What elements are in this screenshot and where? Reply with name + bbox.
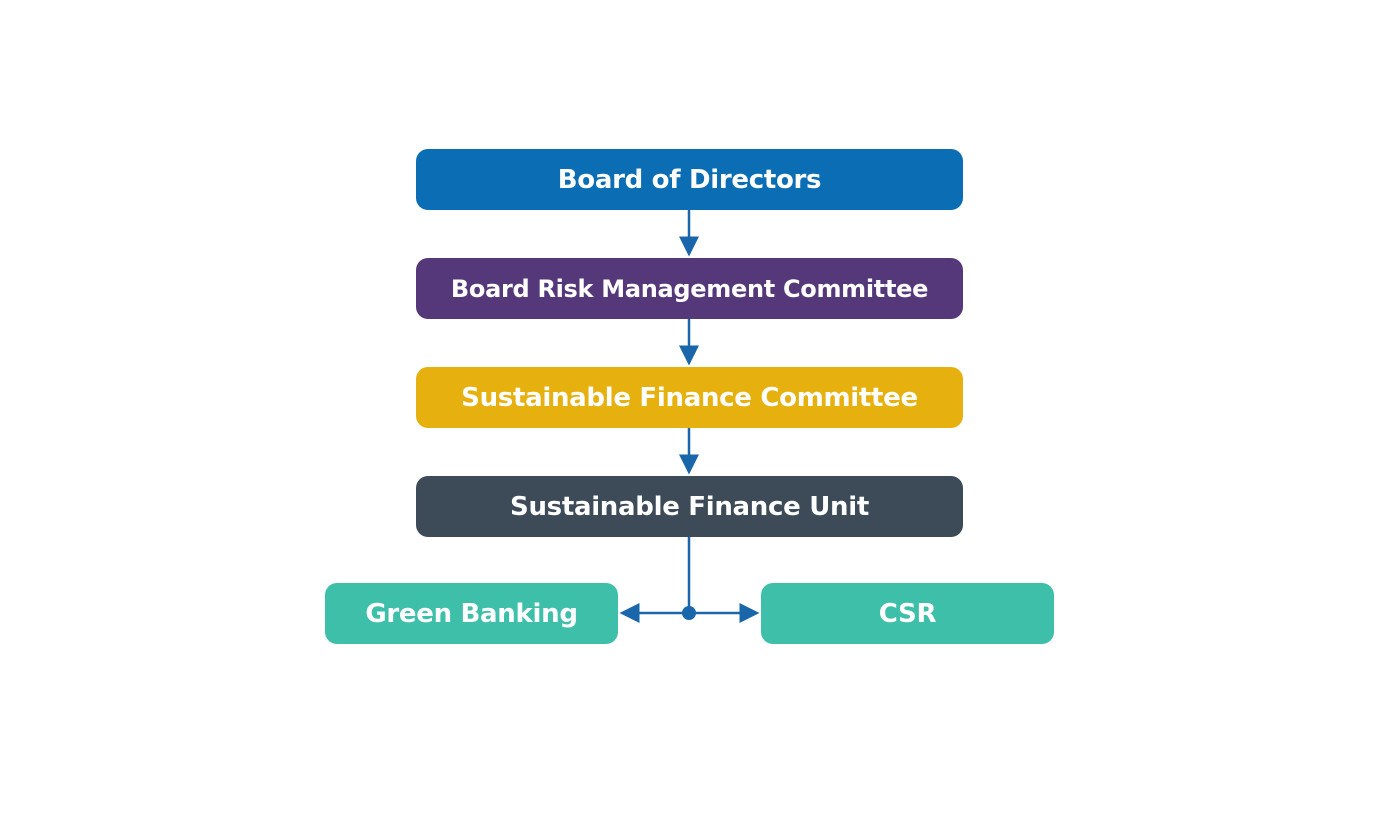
node-sustainable-finance-committee: Sustainable Finance Committee — [416, 367, 963, 428]
node-sustainable-finance-unit: Sustainable Finance Unit — [416, 476, 963, 537]
node-green-banking: Green Banking — [325, 583, 618, 644]
node-csr: CSR — [761, 583, 1054, 644]
junction-dot — [682, 606, 696, 620]
node-board-risk-management-committee: Board Risk Management Committee — [416, 258, 963, 319]
node-board-of-directors: Board of Directors — [416, 149, 963, 210]
